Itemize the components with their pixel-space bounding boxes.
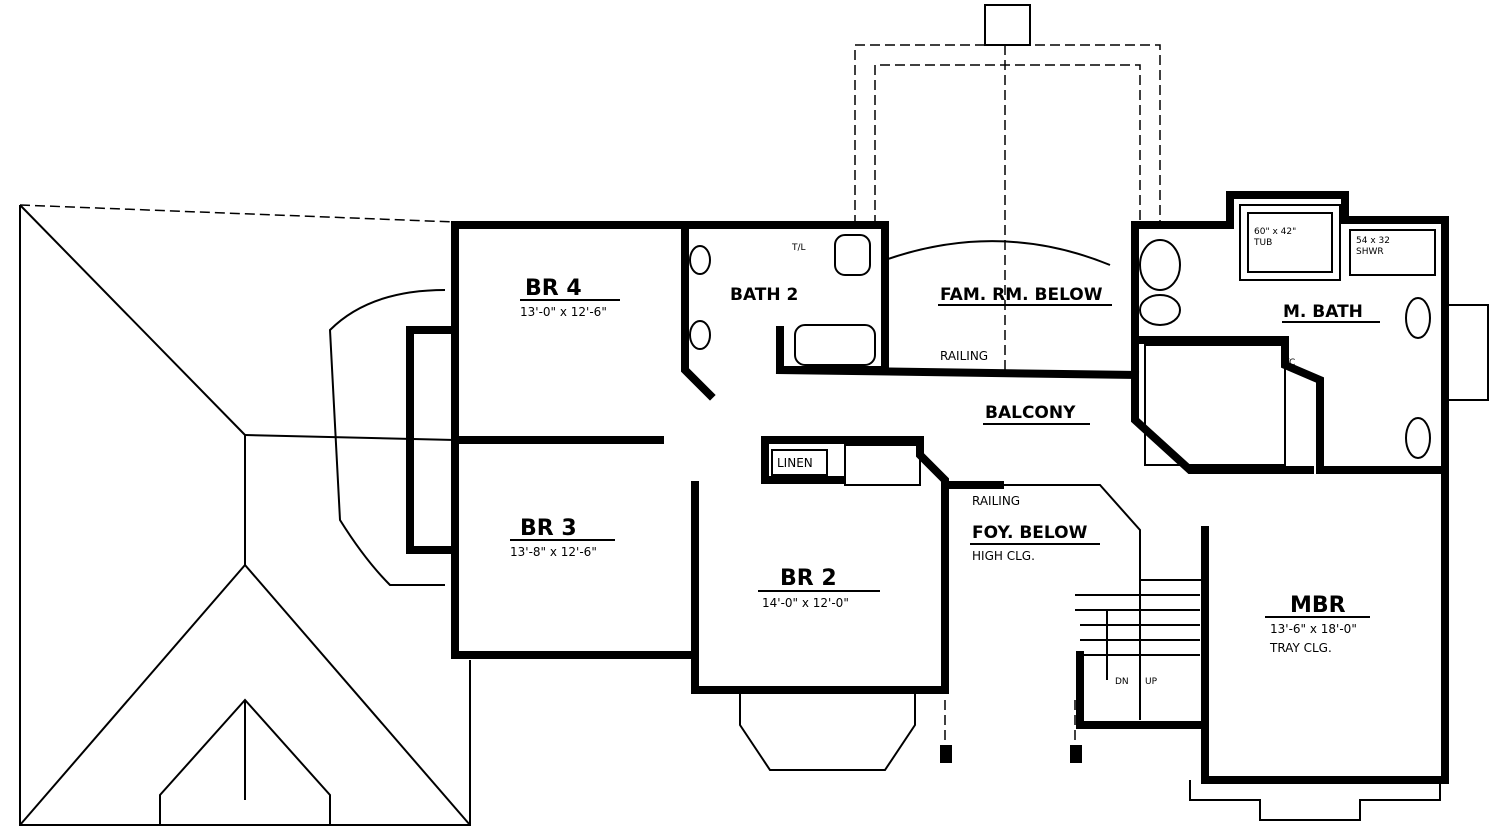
fixtures xyxy=(328,204,1489,821)
mbr-size: 13'-6" x 18'-0" xyxy=(1270,622,1357,636)
bath2-toilet-label: T/L xyxy=(791,243,806,253)
mbath-label: M. BATH xyxy=(1283,302,1363,322)
foyer-note: HIGH CLG. xyxy=(972,549,1035,563)
br4-label: BR 4 xyxy=(525,276,582,301)
balcony-label: BALCONY xyxy=(985,403,1076,423)
walls xyxy=(406,191,1449,784)
mbath-toilet-label: TC xyxy=(1283,358,1295,368)
br2-size: 14'-0" x 12'-0" xyxy=(762,596,849,610)
stairs-up-label: UP xyxy=(1145,677,1158,687)
mbr-label: MBR xyxy=(1290,593,1346,618)
linen-label: LINEN xyxy=(777,456,813,470)
br3-size: 13'-8" x 12'-6" xyxy=(510,545,597,559)
fam-room-label: FAM. RM. BELOW xyxy=(940,285,1103,305)
br2-label: BR 2 xyxy=(780,566,837,591)
stairs-down-label: DN xyxy=(1115,677,1129,687)
family-room-outline xyxy=(854,4,1161,370)
shower-size: 54 x 32 xyxy=(1356,236,1390,246)
fam-railing-label: RAILING xyxy=(940,349,988,363)
tub-label: TUB xyxy=(1253,238,1272,248)
bath2-label: BATH 2 xyxy=(730,285,798,305)
br3-label: BR 3 xyxy=(520,516,577,541)
shower-label: SHWR xyxy=(1356,247,1384,257)
br4-size: 13'-0" x 12'-6" xyxy=(520,305,607,319)
mbr-note: TRAY CLG. xyxy=(1269,641,1332,655)
stairs xyxy=(1075,579,1205,680)
foyer-railing-label: RAILING xyxy=(972,494,1020,508)
roof-outline xyxy=(19,204,471,826)
foyer-label: FOY. BELOW xyxy=(972,523,1088,543)
tub-size: 60" x 42" xyxy=(1254,227,1296,237)
